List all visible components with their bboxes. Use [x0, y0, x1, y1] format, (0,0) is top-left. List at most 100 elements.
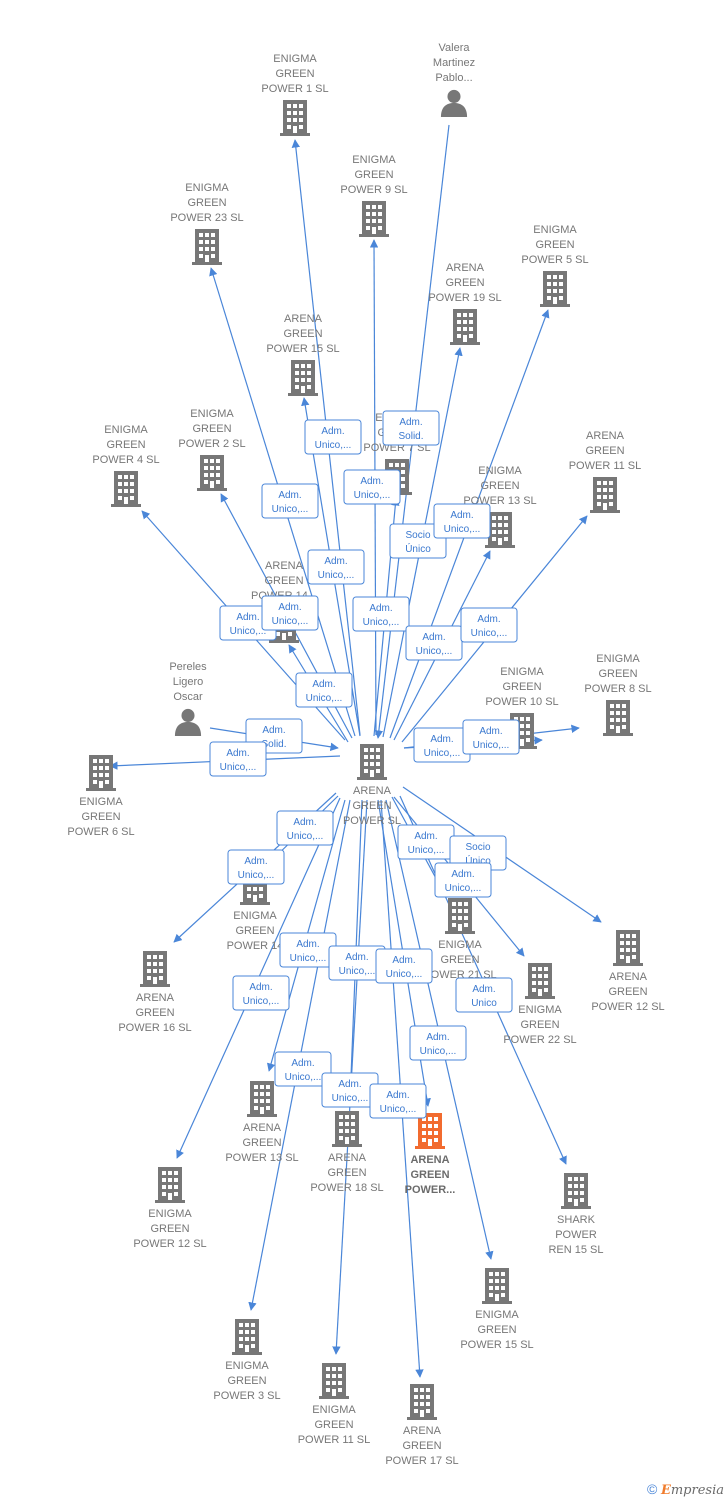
building-icon[interactable] — [407, 1384, 437, 1420]
relation-label[interactable]: Adm.Unico,... — [434, 862, 492, 898]
relation-label[interactable]: Adm.Unico,... — [352, 596, 410, 632]
relation-label[interactable]: Adm.Unico,... — [227, 849, 285, 885]
relation-label[interactable]: Adm.Unico,... — [209, 741, 267, 777]
building-icon[interactable] — [247, 1081, 277, 1117]
relation-label[interactable]: Adm.Unico,... — [304, 419, 362, 455]
building-icon[interactable] — [155, 1167, 185, 1203]
building-icon[interactable] — [197, 455, 227, 491]
relation-label-text: Unico,... — [354, 490, 391, 501]
node-valera[interactable]: ValeraMartinezPablo... — [433, 42, 475, 117]
relation-label-text: Adm. — [422, 632, 445, 643]
relation-label[interactable]: Adm.Unico,... — [343, 469, 401, 505]
relation-label-text: Unico,... — [445, 883, 482, 894]
relation-label[interactable]: Adm.Unico — [455, 977, 513, 1013]
relation-label[interactable]: Adm.Unico,... — [397, 824, 455, 860]
relation-label[interactable]: Adm.Unico,... — [261, 595, 319, 631]
empresia-watermark[interactable]: © Empresia — [647, 1481, 724, 1498]
relation-label-text: Adm. — [450, 510, 473, 521]
relation-label[interactable]: Adm.Unico,... — [328, 945, 386, 981]
relation-label[interactable]: Adm.Unico,... — [274, 1051, 332, 1087]
building-icon[interactable] — [603, 700, 633, 736]
building-icon[interactable] — [445, 898, 475, 934]
building-icon[interactable] — [357, 744, 387, 780]
building-icon[interactable] — [450, 309, 480, 345]
relation-label[interactable]: Adm.Unico,... — [261, 483, 319, 519]
building-icon[interactable] — [280, 100, 310, 136]
relation-label[interactable]: Adm.Unico,... — [409, 1025, 467, 1061]
relation-label[interactable]: Adm.Unico,... — [433, 503, 491, 539]
relation-label[interactable]: Adm.Unico,... — [460, 607, 518, 643]
relation-label[interactable]: Adm.Unico,... — [279, 932, 337, 968]
building-icon[interactable] — [613, 930, 643, 966]
node-label-line: POWER... — [405, 1184, 456, 1196]
copyright-symbol: © — [646, 1481, 658, 1497]
relation-label[interactable]: Adm.Unico,... — [375, 948, 433, 984]
relation-label-text: Adm. — [226, 748, 249, 759]
building-icon[interactable] — [332, 1111, 362, 1147]
relation-label[interactable]: Adm.Unico,... — [276, 810, 334, 846]
building-icon[interactable] — [590, 477, 620, 513]
building-icon[interactable] — [525, 963, 555, 999]
building-icon[interactable] — [359, 201, 389, 237]
relation-label[interactable]: Adm.Unico,... — [307, 549, 365, 585]
building-icon[interactable] — [192, 229, 222, 265]
relation-label[interactable]: Adm.Unico,... — [405, 625, 463, 661]
building-icon[interactable] — [140, 951, 170, 987]
node-label-line: ARENA — [586, 430, 625, 442]
node-label-line: ENIGMA — [475, 1309, 519, 1321]
relation-label-text: Unico,... — [363, 617, 400, 628]
building-icon[interactable] — [232, 1319, 262, 1355]
relation-label-text: Adm. — [472, 984, 495, 995]
relation-label-text: Unico,... — [473, 740, 510, 751]
node-label-line: POWER 10 SL — [485, 696, 558, 708]
relation-label[interactable]: Adm.Unico,... — [295, 672, 353, 708]
node-label-line: Ligero — [173, 676, 204, 688]
building-icon[interactable] — [86, 755, 116, 791]
node-label-line: POWER 11 SL — [569, 460, 642, 472]
building-icon[interactable] — [482, 1268, 512, 1304]
relation-label[interactable]: Adm.Unico,... — [232, 975, 290, 1011]
building-icon[interactable] — [561, 1173, 591, 1209]
building-icon[interactable] — [319, 1363, 349, 1399]
node-agp[interactable]: ARENAGREENPOWER... — [405, 1113, 456, 1196]
building-icon[interactable] — [540, 271, 570, 307]
relation-label-text: Adm. — [477, 614, 500, 625]
building-icon[interactable] — [111, 471, 141, 507]
relation-label[interactable]: Adm.Unico,... — [369, 1083, 427, 1119]
person-icon[interactable] — [440, 89, 468, 117]
relation-label[interactable]: Adm.Solid. — [382, 410, 440, 446]
relation-label[interactable]: Adm.Unico,... — [462, 719, 520, 755]
relation-label[interactable]: Adm.Unico,... — [413, 727, 471, 763]
person-icon[interactable] — [174, 708, 202, 736]
building-icon[interactable] — [288, 360, 318, 396]
